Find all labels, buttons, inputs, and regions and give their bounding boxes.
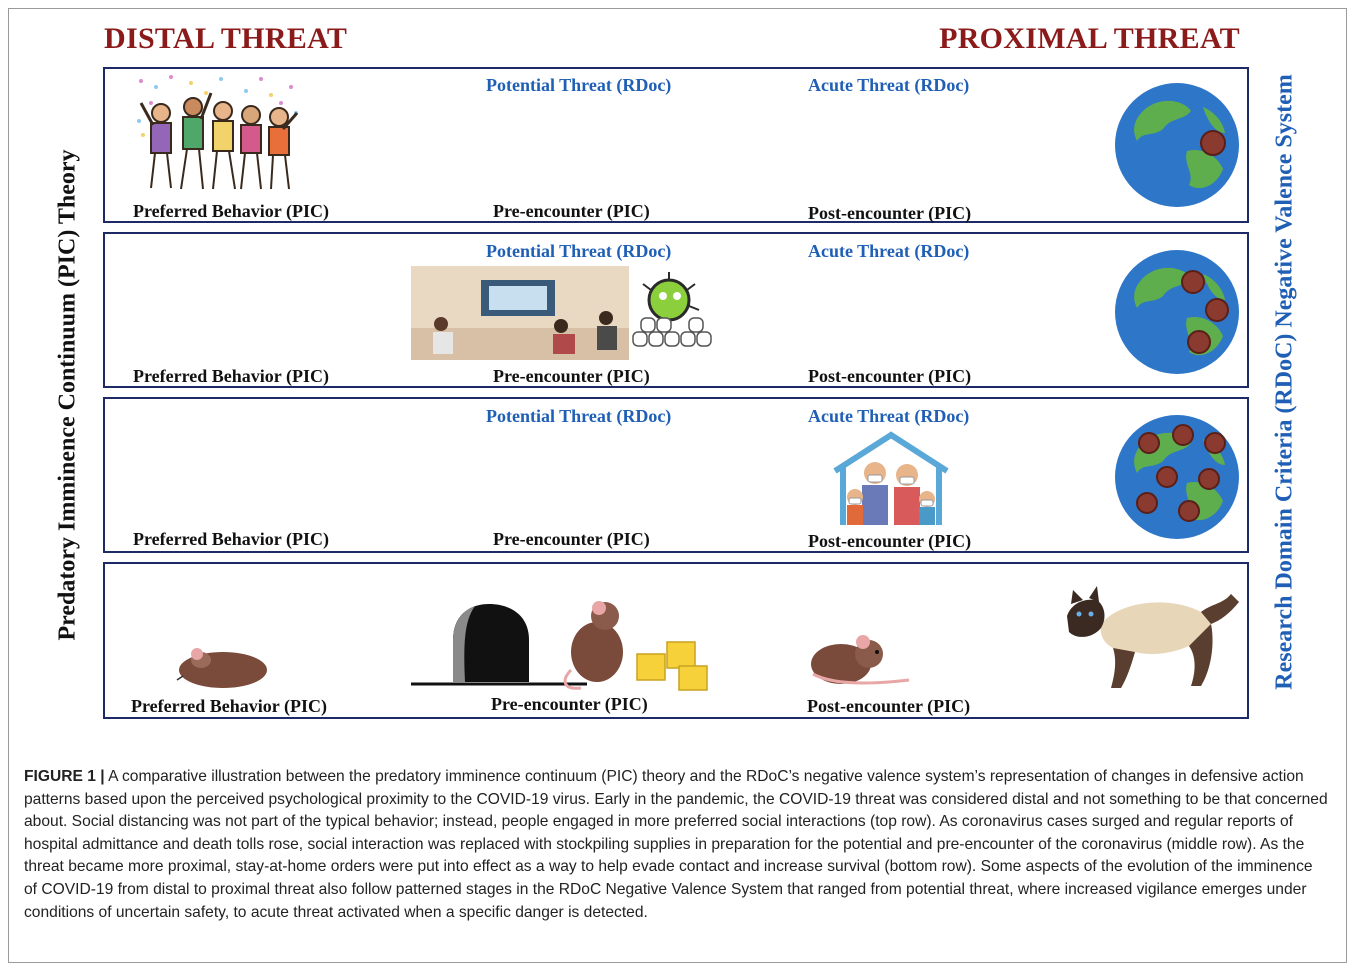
- pre-encounter-label: Pre-encounter (PIC): [493, 529, 650, 549]
- acute-threat-label: Acute Threat (RDoc): [808, 75, 970, 95]
- figure-frame: [8, 8, 1347, 963]
- potential-threat-label: Potential Threat (RDoc): [486, 75, 672, 95]
- pic-theory-axis-label: Predatory Imminence Continuum (PIC) Theo…: [54, 149, 81, 641]
- potential-threat-label: Potential Threat (RDoc): [486, 241, 672, 261]
- preferred-behavior-label: Preferred Behavior (PIC): [133, 529, 329, 549]
- preferred-behavior-label: Preferred Behavior (PIC): [131, 696, 327, 716]
- row-4: Preferred Behavior (PIC) Pre-encounter (…: [103, 562, 1249, 719]
- post-encounter-label: Post-encounter (PIC): [808, 366, 972, 386]
- mouse-hole-and-cheese-illustration: [411, 601, 708, 691]
- globe-with-virus-icon: [1115, 415, 1239, 539]
- alert-mouse-illustration: [811, 635, 910, 685]
- proximal-threat-header: PROXIMAL THREAT: [939, 22, 1240, 55]
- globe-with-virus-icon: [1115, 83, 1239, 207]
- row-1: Potential Threat (RDoc) Acute Threat (RD…: [103, 67, 1249, 223]
- partying-people-illustration: [137, 75, 299, 190]
- rdoc-axis-label: Research Domain Criteria (RDoC) Negative…: [1271, 74, 1298, 690]
- pre-encounter-label: Pre-encounter (PIC): [491, 694, 648, 714]
- sleeping-mouse-illustration: [176, 648, 267, 688]
- row-2: Potential Threat (RDoc) Acute Threat (RD…: [103, 232, 1249, 388]
- preferred-behavior-label: Preferred Behavior (PIC): [133, 201, 329, 221]
- potential-threat-label: Potential Threat (RDoc): [486, 406, 672, 426]
- row-3: Potential Threat (RDoc) Acute Threat (RD…: [103, 397, 1249, 553]
- distal-threat-header: DISTAL THREAT: [104, 22, 348, 55]
- post-encounter-label: Post-encounter (PIC): [807, 696, 971, 716]
- caption-text: A comparative illustration between the p…: [24, 768, 1328, 921]
- family-at-home-illustration: [833, 431, 949, 525]
- people-watching-news-illustration: [411, 266, 712, 360]
- globe-with-virus-icon: [1115, 250, 1239, 374]
- pre-encounter-label: Pre-encounter (PIC): [493, 201, 650, 221]
- pre-encounter-label: Pre-encounter (PIC): [493, 366, 650, 386]
- post-encounter-label: Post-encounter (PIC): [808, 531, 972, 551]
- preferred-behavior-label: Preferred Behavior (PIC): [133, 366, 329, 386]
- acute-threat-label: Acute Threat (RDoc): [808, 406, 970, 426]
- figure-caption: FIGURE 1 | A comparative illustration be…: [24, 766, 1329, 924]
- caption-label: FIGURE 1 |: [24, 768, 105, 785]
- siamese-cat-illustration: [1067, 586, 1239, 688]
- post-encounter-label: Post-encounter (PIC): [808, 203, 972, 223]
- acute-threat-label: Acute Threat (RDoc): [808, 241, 970, 261]
